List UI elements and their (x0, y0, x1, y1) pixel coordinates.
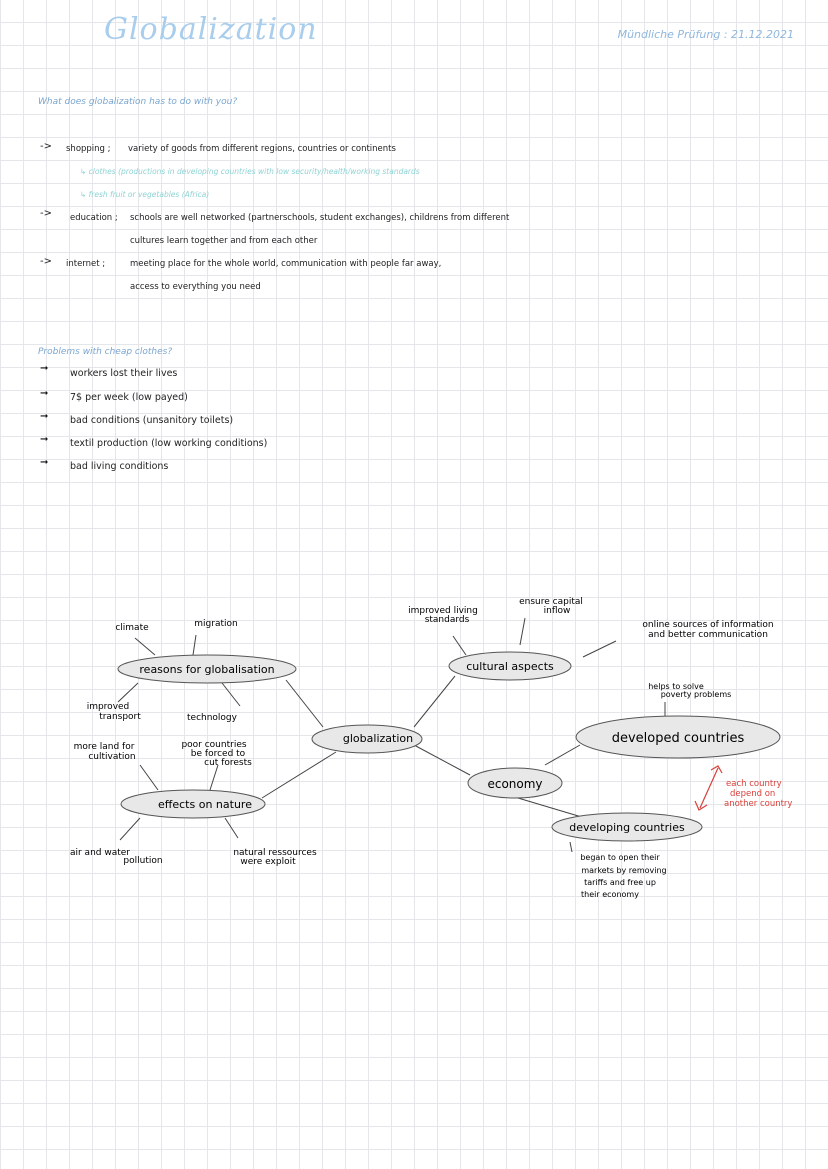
node-cultural (448, 651, 572, 681)
label-better-communication: and better communication (648, 630, 768, 640)
label-ensure-capital: ensure capital (519, 597, 583, 607)
node-reasons (117, 654, 297, 684)
question-globalization: What does globalization has to do with y… (38, 97, 238, 107)
problem-item: 7$ per week (low payed) (70, 392, 188, 403)
label-economy: economy (487, 777, 542, 791)
label-developed: developed countries (612, 731, 745, 746)
label-natural-resources: natural ressources (233, 848, 317, 858)
bullet-arrow-icon: ➞ (40, 363, 49, 374)
label-their-economy: their economy (581, 890, 639, 899)
page-title: Globalization (104, 12, 318, 47)
label-technology: technology (187, 713, 238, 723)
label-air-water: air and water (70, 848, 130, 858)
label-reasons: reasons for globalisation (139, 663, 274, 676)
problem-item: bad living conditions (70, 461, 169, 472)
sub-clothes: ↳ clothes (productions in developing cou… (80, 167, 420, 176)
label-internet: internet ; (66, 259, 106, 269)
node-effects (120, 789, 266, 819)
label-each-country: each country (726, 779, 782, 789)
label-pollution: pollution (123, 856, 162, 866)
sub-fruit: ↳ fresh fruit or vegetables (Africa) (80, 190, 210, 199)
node-developed (575, 715, 781, 759)
label-globalization: globalization (343, 732, 413, 745)
label-depend-on: depend on (730, 789, 775, 799)
problem-item: workers lost their lives (70, 368, 178, 379)
label-poverty-problems: poverty problems (661, 690, 732, 699)
label-markets-removing: markets by removing (581, 866, 666, 875)
question-cheap-clothes: Problems with cheap clothes? (38, 347, 173, 357)
label-another-country: another country (724, 799, 792, 809)
label-were-exploit: were exploit (240, 857, 296, 867)
node-globalization (311, 724, 423, 754)
label-forced: be forced to (191, 749, 246, 759)
label-online-sources: online sources of information (642, 620, 773, 630)
text-internet: meeting place for the whole world, commu… (130, 259, 442, 269)
bullet-arrow-icon: ➞ (40, 411, 49, 422)
label-shopping: shopping ; (66, 144, 111, 154)
red-double-arrow-icon (694, 765, 723, 811)
text-education-2: cultures learn together and from each ot… (130, 236, 318, 246)
label-cultivation: cultivation (88, 752, 135, 762)
label-education: education ; (70, 213, 118, 223)
label-developing: developing countries (569, 821, 685, 834)
arrow-education: -> (40, 208, 52, 219)
label-improved-living: improved living (408, 606, 478, 616)
text-shopping: variety of goods from different regions,… (128, 144, 396, 154)
text-education: schools are well networked (partnerschoo… (130, 213, 510, 223)
node-economy (467, 767, 563, 799)
arrow-shopping: -> (40, 141, 52, 152)
problem-item: textil production (low working condition… (70, 438, 268, 449)
label-helps-solve: helps to solve (648, 682, 704, 691)
label-standards: standards (425, 615, 470, 625)
label-transport: transport (99, 712, 141, 722)
label-tariffs: tariffs and free up (584, 878, 656, 887)
label-improved: improved (87, 702, 130, 712)
label-cultural: cultural aspects (466, 660, 554, 673)
label-poor-countries: poor countries (181, 740, 246, 750)
label-climate: climate (115, 623, 149, 633)
problem-item: bad conditions (unsanitory toilets) (70, 415, 234, 426)
node-developing (551, 812, 703, 842)
exam-date: Mündliche Prüfung : 21.12.2021 (617, 28, 794, 41)
label-inflow: inflow (544, 606, 571, 616)
bullet-arrow-icon: ➞ (40, 457, 49, 468)
label-migration: migration (194, 619, 237, 629)
label-cut-forests: cut forests (204, 758, 252, 768)
label-began-open: began to open their (580, 853, 660, 862)
bullet-arrow-icon: ➞ (40, 388, 49, 399)
text-internet-2: access to everything you need (130, 282, 261, 292)
label-effects: effects on nature (158, 798, 252, 811)
arrow-internet: -> (40, 256, 52, 267)
bullet-arrow-icon: ➞ (40, 434, 49, 445)
label-more-land: more land for (74, 742, 135, 752)
